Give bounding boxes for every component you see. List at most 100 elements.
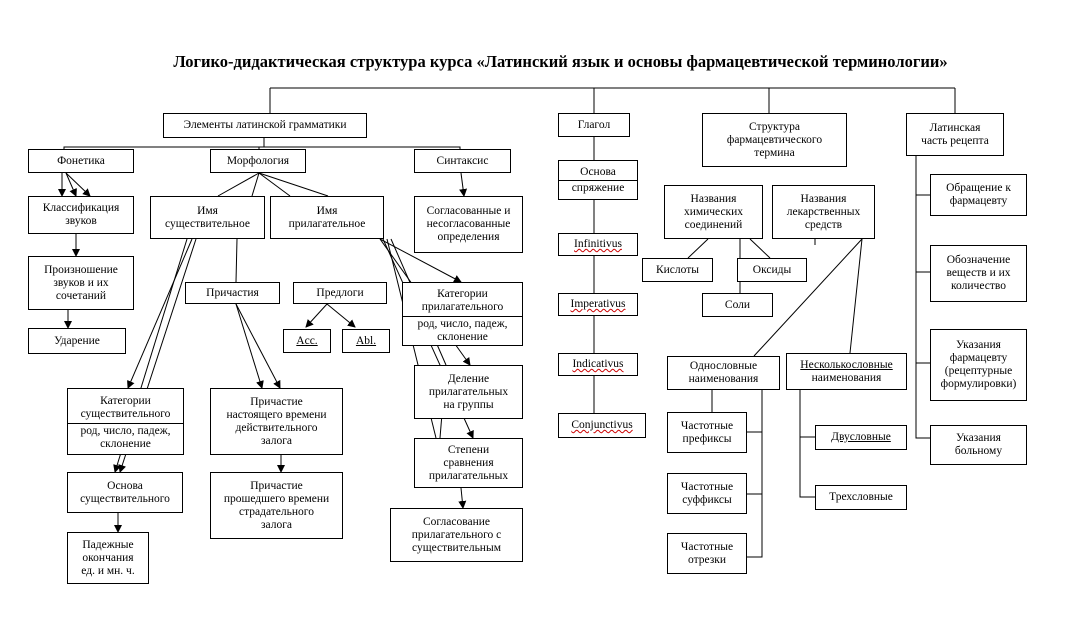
node-label: Причастия <box>206 286 259 299</box>
past-participle-node: Причастие прошедшего времени страдательн… <box>210 472 343 539</box>
node-label: Указания <box>956 432 1001 444</box>
node-label: Указания <box>956 339 1001 351</box>
node-label: Обращение к <box>946 182 1011 194</box>
node-label: средств <box>804 218 843 231</box>
frequent-prefixes-node: Частотные префиксы <box>667 412 747 453</box>
node-label: существительного <box>80 408 171 420</box>
node-label: Acc. <box>296 334 318 347</box>
node-label: Частотные <box>680 480 734 493</box>
node-label: Двусловные <box>831 431 891 443</box>
node-label: наименования <box>688 373 759 385</box>
morphology-node: Морфология <box>210 149 306 173</box>
node-label: прилагательное <box>288 217 366 230</box>
node-label: род, число, падеж, <box>68 423 183 438</box>
node-label: Частотные <box>680 419 734 432</box>
node-label: склонение <box>100 438 151 450</box>
participles-node: Причастия <box>185 282 280 304</box>
node-label: Произношение <box>44 263 118 276</box>
noun-node: Имя существительное <box>150 196 265 239</box>
node-label: Infinitivus <box>574 238 622 250</box>
node-label: Предлоги <box>316 286 364 299</box>
node-label: Частотные <box>680 540 734 553</box>
node-label: фармацевту <box>949 352 1008 364</box>
comparison-degrees-node: Степени сравнения прилагательных <box>414 438 523 488</box>
node-label: залога <box>260 434 293 447</box>
node-label: химических <box>683 205 744 218</box>
pharmacist-instructions-node: Указания фармацевту (рецептурные формули… <box>930 329 1027 401</box>
node-label: Основа <box>580 165 616 178</box>
node-label: Conjunctivus <box>571 419 633 431</box>
conjunctivus-node: Conjunctivus <box>558 413 646 438</box>
node-label: Трехсловные <box>829 491 893 503</box>
node-label: Обозначение <box>946 254 1011 266</box>
node-label: род, число, падеж, <box>403 316 522 331</box>
node-label: сравнения <box>443 456 494 469</box>
recipe-latin-part-node: Латинская часть рецепта <box>906 113 1004 156</box>
drug-names-node: Названия лекарственных средств <box>772 185 875 239</box>
node-label: действительного <box>235 421 318 434</box>
node-label: (рецептурные <box>944 365 1013 377</box>
chemical-names-node: Названия химических соединений <box>664 185 763 239</box>
node-label: Согласованные и <box>426 205 511 217</box>
node-label: склонение <box>437 331 488 343</box>
node-label: Степени <box>447 443 490 456</box>
designation-substances-node: Обозначение веществ и их количество <box>930 245 1027 302</box>
node-label: Имя <box>316 204 338 217</box>
node-label: Indicativus <box>572 358 624 370</box>
adjective-groups-node: Деление прилагательных на группы <box>414 365 523 419</box>
node-label: окончания <box>82 551 134 564</box>
node-label: Названия <box>690 192 737 205</box>
node-label: залога <box>260 518 293 531</box>
node-label: Элементы латинской грамматики <box>183 119 347 131</box>
node-label: Причастие <box>250 395 303 408</box>
verb-stem-node: Основа спряжение <box>558 160 638 200</box>
node-label: Несколькословные <box>800 358 893 371</box>
node-label: термина <box>754 146 795 159</box>
term-structure-node: Структура фармацевтического термина <box>702 113 847 167</box>
node-label: Причастие <box>250 479 303 492</box>
ablative-node: Abl. <box>342 329 390 353</box>
node-label: существительное <box>165 217 250 230</box>
node-label: прошедшего времени <box>223 492 330 505</box>
frequent-suffixes-node: Частотные суффиксы <box>667 473 747 514</box>
sound-classification-node: Классификация звуков <box>28 196 134 234</box>
one-word-names-node: Однословные наименования <box>667 356 780 390</box>
node-label: отрезки <box>687 553 727 566</box>
node-label: Кислоты <box>655 263 700 276</box>
node-label: соединений <box>684 218 743 231</box>
diagram-title: Логико-дидактическая структура курса «Ла… <box>173 52 948 71</box>
node-label: Названия <box>800 192 847 205</box>
node-label: звуков <box>65 215 97 227</box>
noun-categories-node: Категории существительного род, число, п… <box>67 388 184 455</box>
indicativus-node: Indicativus <box>558 353 638 376</box>
node-label: лекарственных <box>786 205 861 218</box>
two-word-node: Двусловные <box>815 425 907 450</box>
noun-stem-node: Основа существительного <box>67 472 183 513</box>
multi-word-names-node: Несколькословные наименования <box>786 353 907 390</box>
node-label: прилагательных <box>428 385 509 398</box>
node-label: на группы <box>443 398 494 411</box>
node-label: страдательного <box>239 505 314 518</box>
accusative-node: Acc. <box>283 329 331 353</box>
node-label: прилагательного <box>421 301 504 313</box>
syntax-node: Синтаксис <box>414 149 511 173</box>
node-label: больному <box>954 445 1003 457</box>
agreed-definitions-node: Согласованные и несогласованные определе… <box>414 196 523 253</box>
pronunciation-node: Произношение звуков и их сочетаний <box>28 256 134 310</box>
adjective-agreement-node: Согласование прилагательного с существит… <box>390 508 523 562</box>
node-label: несогласованные <box>426 218 511 230</box>
node-label: Категории <box>100 395 151 407</box>
node-label: существительным <box>412 541 501 554</box>
node-label: Ударение <box>54 334 100 347</box>
imperativus-node: Imperativus <box>558 293 638 316</box>
node-label: фармацевту <box>949 195 1008 207</box>
node-label: определения <box>437 231 500 243</box>
node-label: формулировки) <box>940 378 1017 390</box>
address-pharmacist-node: Обращение к фармацевту <box>930 174 1027 216</box>
node-label: Imperativus <box>570 298 626 310</box>
node-label: существительного <box>80 492 170 505</box>
case-endings-node: Падежные окончания ед. и мн. ч. <box>67 532 149 584</box>
grammar-elements-node: Элементы латинской грамматики <box>163 113 367 138</box>
